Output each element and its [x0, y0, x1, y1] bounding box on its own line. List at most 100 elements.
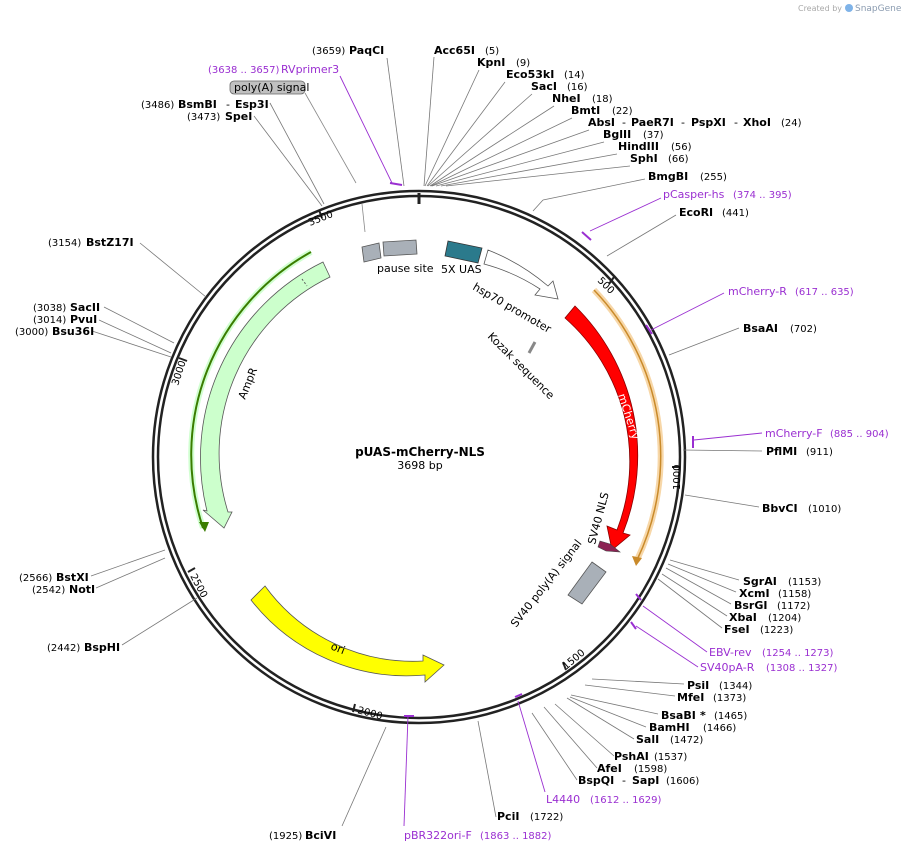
mcherry-orf-arrowhead	[632, 556, 642, 566]
site-eco53ki[interactable]: Eco53kI	[506, 68, 554, 81]
site-sapi[interactable]: SapI	[632, 774, 659, 787]
site-position: (3473)	[187, 112, 220, 123]
site-position: (1606)	[666, 776, 699, 787]
primer-range: (1308 .. 1327)	[766, 663, 838, 674]
site-pvui[interactable]: PvuI	[70, 313, 97, 326]
site-bbvci[interactable]: BbvCI	[762, 502, 798, 515]
ampr-dashed-mark	[301, 278, 308, 287]
site-pspxi[interactable]: PspXI	[691, 116, 726, 129]
sv40-polya-feature[interactable]	[567, 561, 607, 605]
primer-sv40pa-r[interactable]: SV40pA-R	[700, 661, 755, 674]
site-position: (56)	[671, 142, 692, 153]
site-saci[interactable]: SacI	[531, 80, 557, 93]
site-spei[interactable]: SpeI	[225, 110, 252, 123]
tick-3500	[318, 209, 323, 219]
site-kpni[interactable]: KpnI	[477, 56, 505, 69]
site-paqci[interactable]: PaqCI	[349, 44, 384, 57]
pause-site-feature-1[interactable]	[361, 242, 382, 263]
site-hindiii[interactable]: HindIII	[618, 140, 659, 153]
mcherry-feature[interactable]	[564, 305, 639, 551]
site-position: (1537)	[654, 752, 687, 763]
ori-label: ori	[329, 640, 347, 657]
primer-range: (885 .. 904)	[830, 429, 889, 440]
site-bcivi[interactable]: BciVI	[305, 829, 336, 842]
site-position: (441)	[722, 208, 749, 219]
site-bsabi[interactable]: BsaBI	[661, 709, 696, 722]
site-bamhi[interactable]: BamHI	[649, 721, 690, 734]
primer-mcherry-f[interactable]: mCherry-F	[765, 427, 823, 440]
site-sphi[interactable]: SphI	[630, 152, 658, 165]
site-xbai[interactable]: XbaI	[729, 611, 757, 624]
site-absi[interactable]: AbsI	[588, 116, 615, 129]
site-bmgbi[interactable]: BmgBI	[648, 170, 688, 183]
site-position: (2442)	[47, 643, 80, 654]
site-pcii[interactable]: PciI	[497, 810, 519, 823]
site-mfei[interactable]: MfeI	[677, 691, 704, 704]
tick-2500	[187, 567, 196, 573]
site-separator: -	[226, 98, 230, 111]
site-position: (1925)	[269, 831, 302, 842]
site-bsphi[interactable]: BspHI	[84, 641, 120, 654]
site-position: (3486)	[141, 100, 174, 111]
site-position: (1472)	[670, 735, 703, 746]
primer-range: (1612 .. 1629)	[590, 795, 662, 806]
mcherry-orf-arrow	[593, 289, 662, 561]
site-bsu36i[interactable]: Bsu36I	[52, 325, 94, 338]
tick-3000	[178, 357, 188, 362]
hsp70-promoter-feature[interactable]	[483, 249, 559, 300]
primer-pcasper-hs[interactable]: pCasper-hs	[663, 188, 725, 201]
polya-leader	[304, 92, 357, 184]
primer-pbr322ori-f[interactable]: pBR322ori-F	[404, 829, 472, 842]
site-position: (1204)	[768, 613, 801, 624]
site-sacii[interactable]: SacII	[70, 301, 100, 314]
ampr-orf-arrowhead	[199, 522, 209, 532]
primer-rvprimer3[interactable]: RVprimer3	[281, 63, 339, 76]
site-acc65i[interactable]: Acc65I	[434, 44, 475, 57]
uas-feature[interactable]	[444, 240, 483, 264]
site-bmti[interactable]: BmtI	[571, 104, 600, 117]
site-bsrgi[interactable]: BsrGI	[734, 599, 767, 612]
site-xhoi[interactable]: XhoI	[743, 116, 771, 129]
polya-signal-box[interactable]	[229, 80, 306, 95]
site-position: (2542)	[32, 585, 65, 596]
site-bstxi[interactable]: BstXI	[56, 571, 89, 584]
site-pshai[interactable]: PshAI	[614, 750, 649, 763]
primer-range: (1254 .. 1273)	[762, 648, 834, 659]
site-xcmi[interactable]: XcmI	[739, 587, 770, 600]
site-psii[interactable]: PsiI	[687, 679, 709, 692]
tick-1500	[562, 661, 567, 671]
site-pflmi[interactable]: PflMI	[766, 445, 797, 458]
tick-label-3000: 3000	[170, 359, 188, 387]
site-ecori[interactable]: EcoRI	[679, 206, 713, 219]
pause-site-feature-2[interactable]	[382, 239, 418, 257]
site-separator: -	[622, 774, 626, 787]
site-sgrai[interactable]: SgrAI	[743, 575, 777, 588]
tick-500	[608, 276, 615, 285]
site-bsmbi[interactable]: BsmBI	[178, 98, 217, 111]
primer-range: (374 .. 395)	[733, 190, 792, 201]
kozak-feature[interactable]	[527, 341, 537, 354]
site-sali[interactable]: SalI	[636, 733, 659, 746]
site-paer7i[interactable]: PaeR7I	[631, 116, 674, 129]
site-afei[interactable]: AfeI	[597, 762, 622, 775]
site-noti[interactable]: NotI	[69, 583, 95, 596]
site-bsaai[interactable]: BsaAI	[743, 322, 778, 335]
ori-feature[interactable]	[250, 585, 445, 683]
site-fsei[interactable]: FseI	[724, 623, 750, 636]
site-position: (1466)	[703, 723, 736, 734]
site-bglii[interactable]: BglII	[603, 128, 631, 141]
primer-mcherry-r[interactable]: mCherry-R	[728, 285, 787, 298]
sv40-nls-feature[interactable]	[597, 540, 621, 553]
site-esp3i[interactable]: Esp3I	[235, 98, 269, 111]
site-leaders	[90, 56, 763, 827]
ampr-feature[interactable]	[200, 261, 331, 529]
primer-l4440[interactable]: L4440	[546, 793, 580, 806]
site-nhei[interactable]: NheI	[552, 92, 581, 105]
primer-ebv-rev[interactable]: EBV-rev	[709, 646, 752, 659]
site-position: (1010)	[808, 504, 841, 515]
site-position: (9)	[516, 58, 530, 69]
site-bstz17i[interactable]: BstZ17I	[86, 236, 134, 249]
site-bspqi[interactable]: BspQI	[578, 774, 614, 787]
mcherry-label: mCherry	[615, 392, 642, 442]
site-position: (255)	[700, 172, 727, 183]
